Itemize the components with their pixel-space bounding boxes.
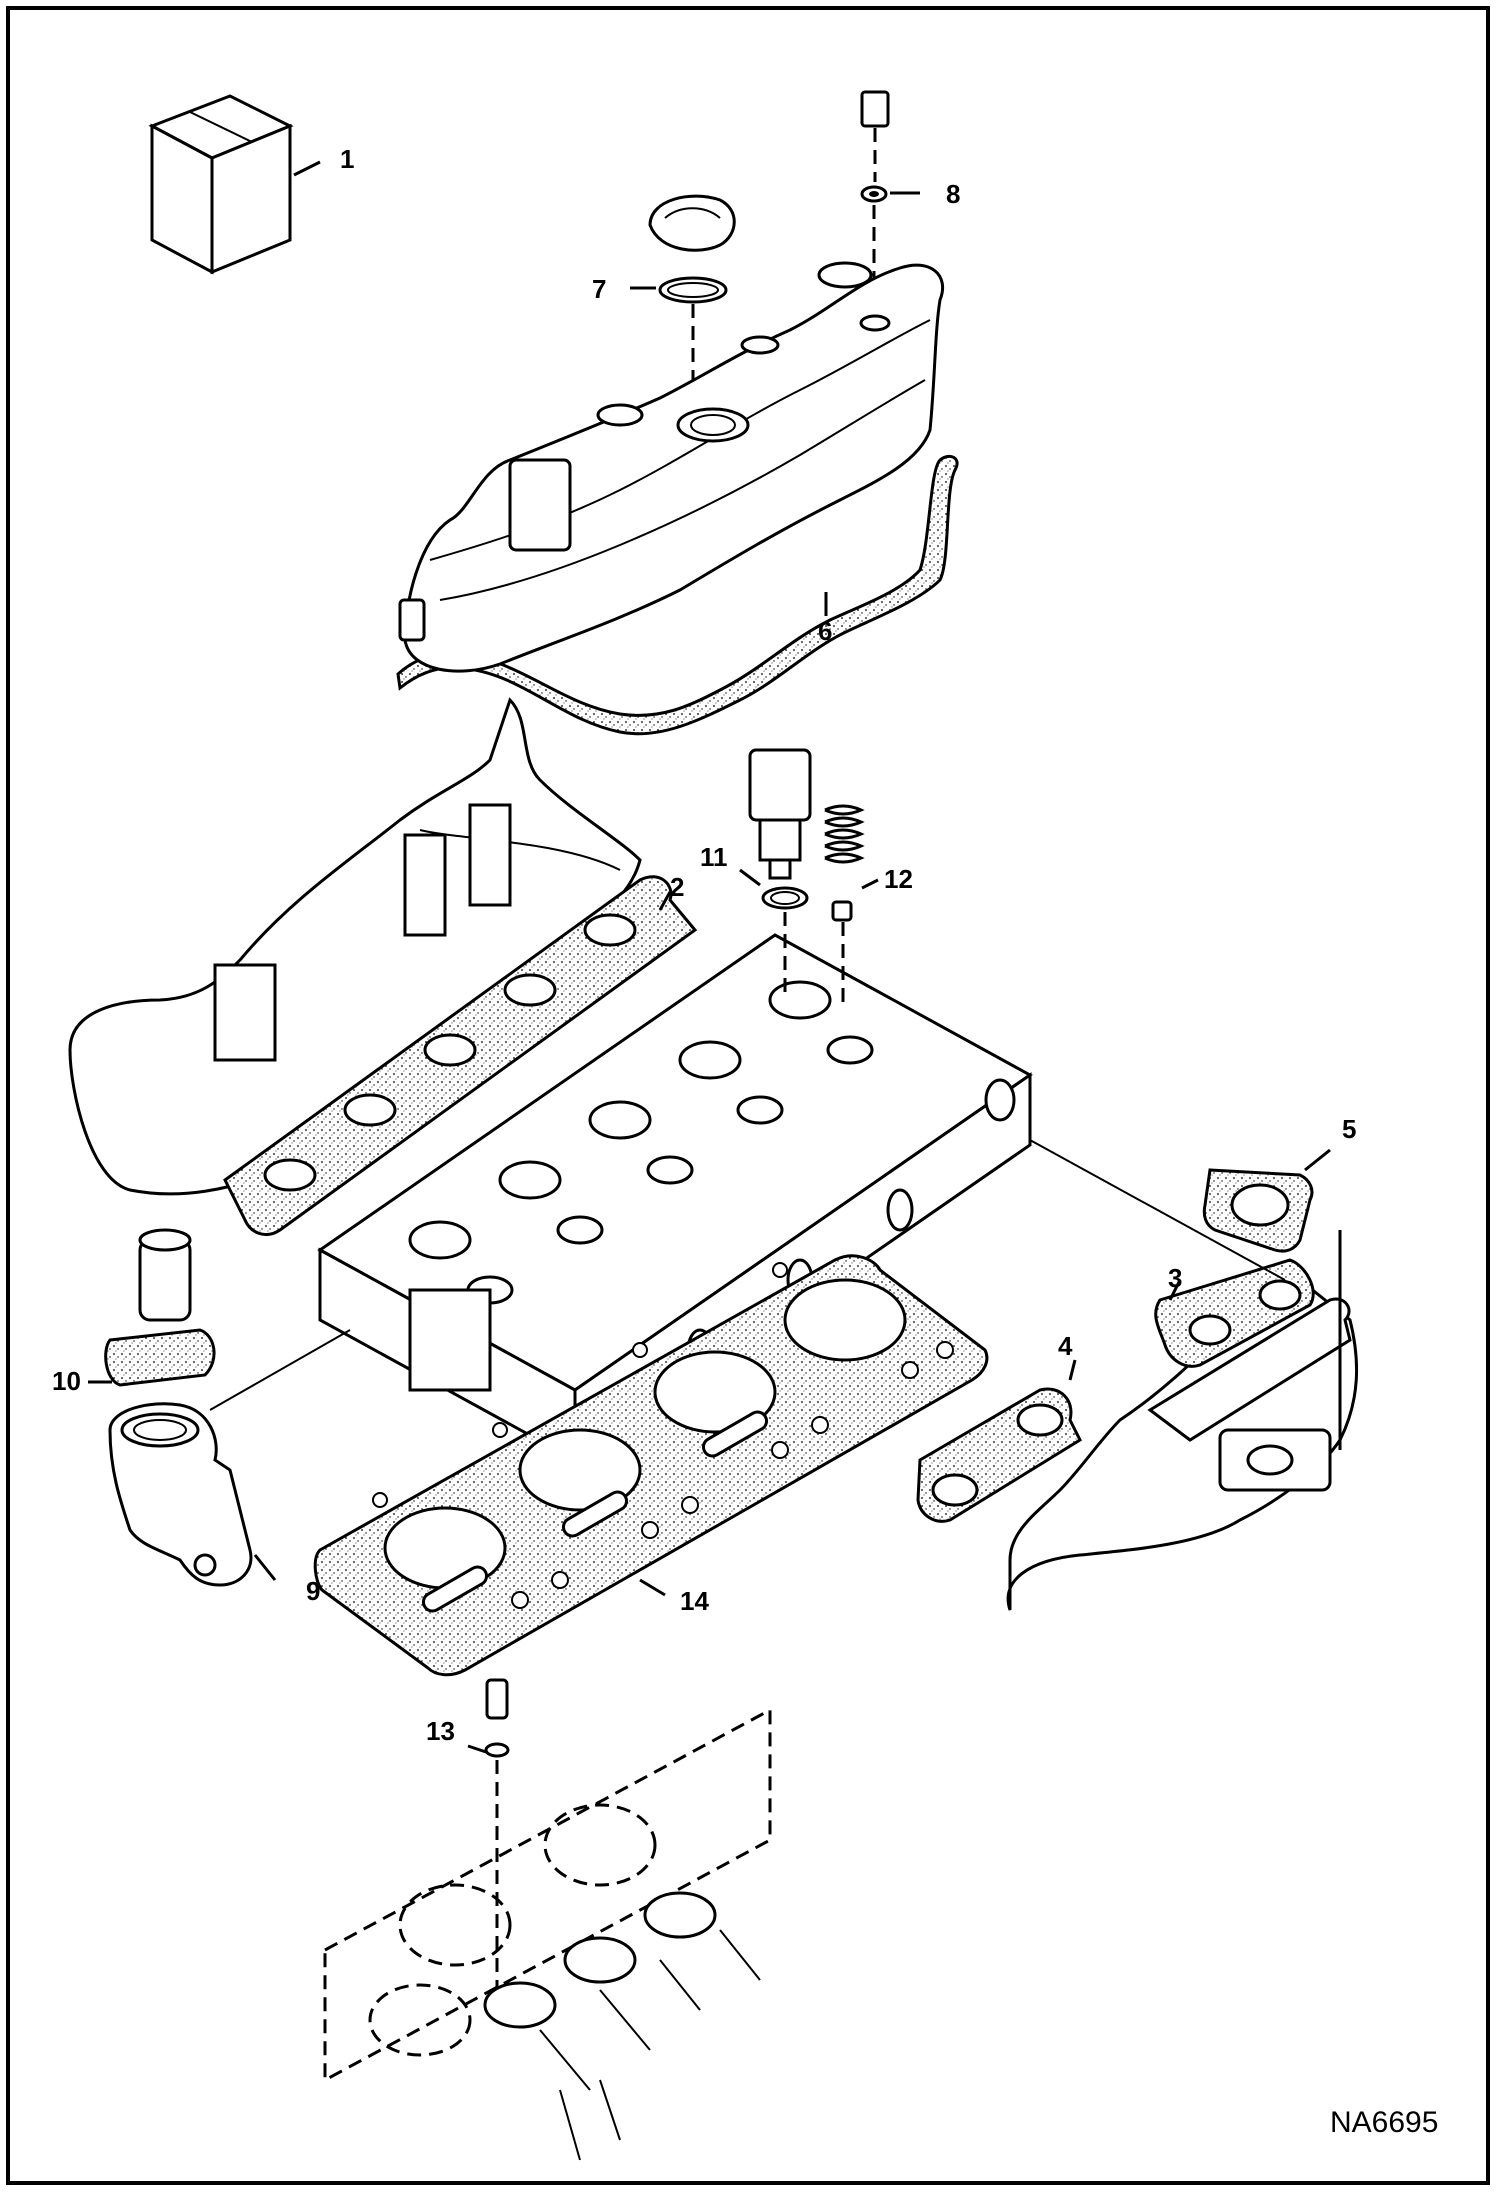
callout-4: 4	[1058, 1331, 1073, 1361]
spring	[824, 804, 879, 1010]
callout-13: 13	[426, 1716, 455, 1746]
callout-9: 9	[306, 1576, 320, 1606]
callout-7: 7	[592, 274, 606, 304]
callout-8: 8	[946, 179, 960, 209]
intake-manifold	[68, 697, 698, 1236]
callout-12: 12	[884, 864, 913, 894]
callout-5: 5	[1342, 1114, 1356, 1144]
dowel-pin	[467, 1678, 510, 2000]
exhaust-manifold	[916, 1139, 1359, 1611]
callout-3: 3	[1168, 1263, 1182, 1293]
callout-11: 11	[700, 842, 728, 872]
callout-2: 2	[670, 872, 684, 902]
head-gasket	[313, 1254, 989, 1677]
callout-14: 14	[680, 1586, 709, 1616]
valve-cover	[396, 261, 959, 736]
gasket-kit-box	[148, 94, 321, 275]
callout-10: 10	[52, 1366, 81, 1396]
callout-6: 6	[818, 616, 832, 646]
injector	[739, 748, 812, 1000]
callout-1: 1	[340, 144, 354, 174]
thermostat-housing	[88, 1228, 351, 1587]
drawing-number: NA6695	[1330, 2106, 1438, 2139]
engine-block-reference	[323, 1707, 772, 2161]
